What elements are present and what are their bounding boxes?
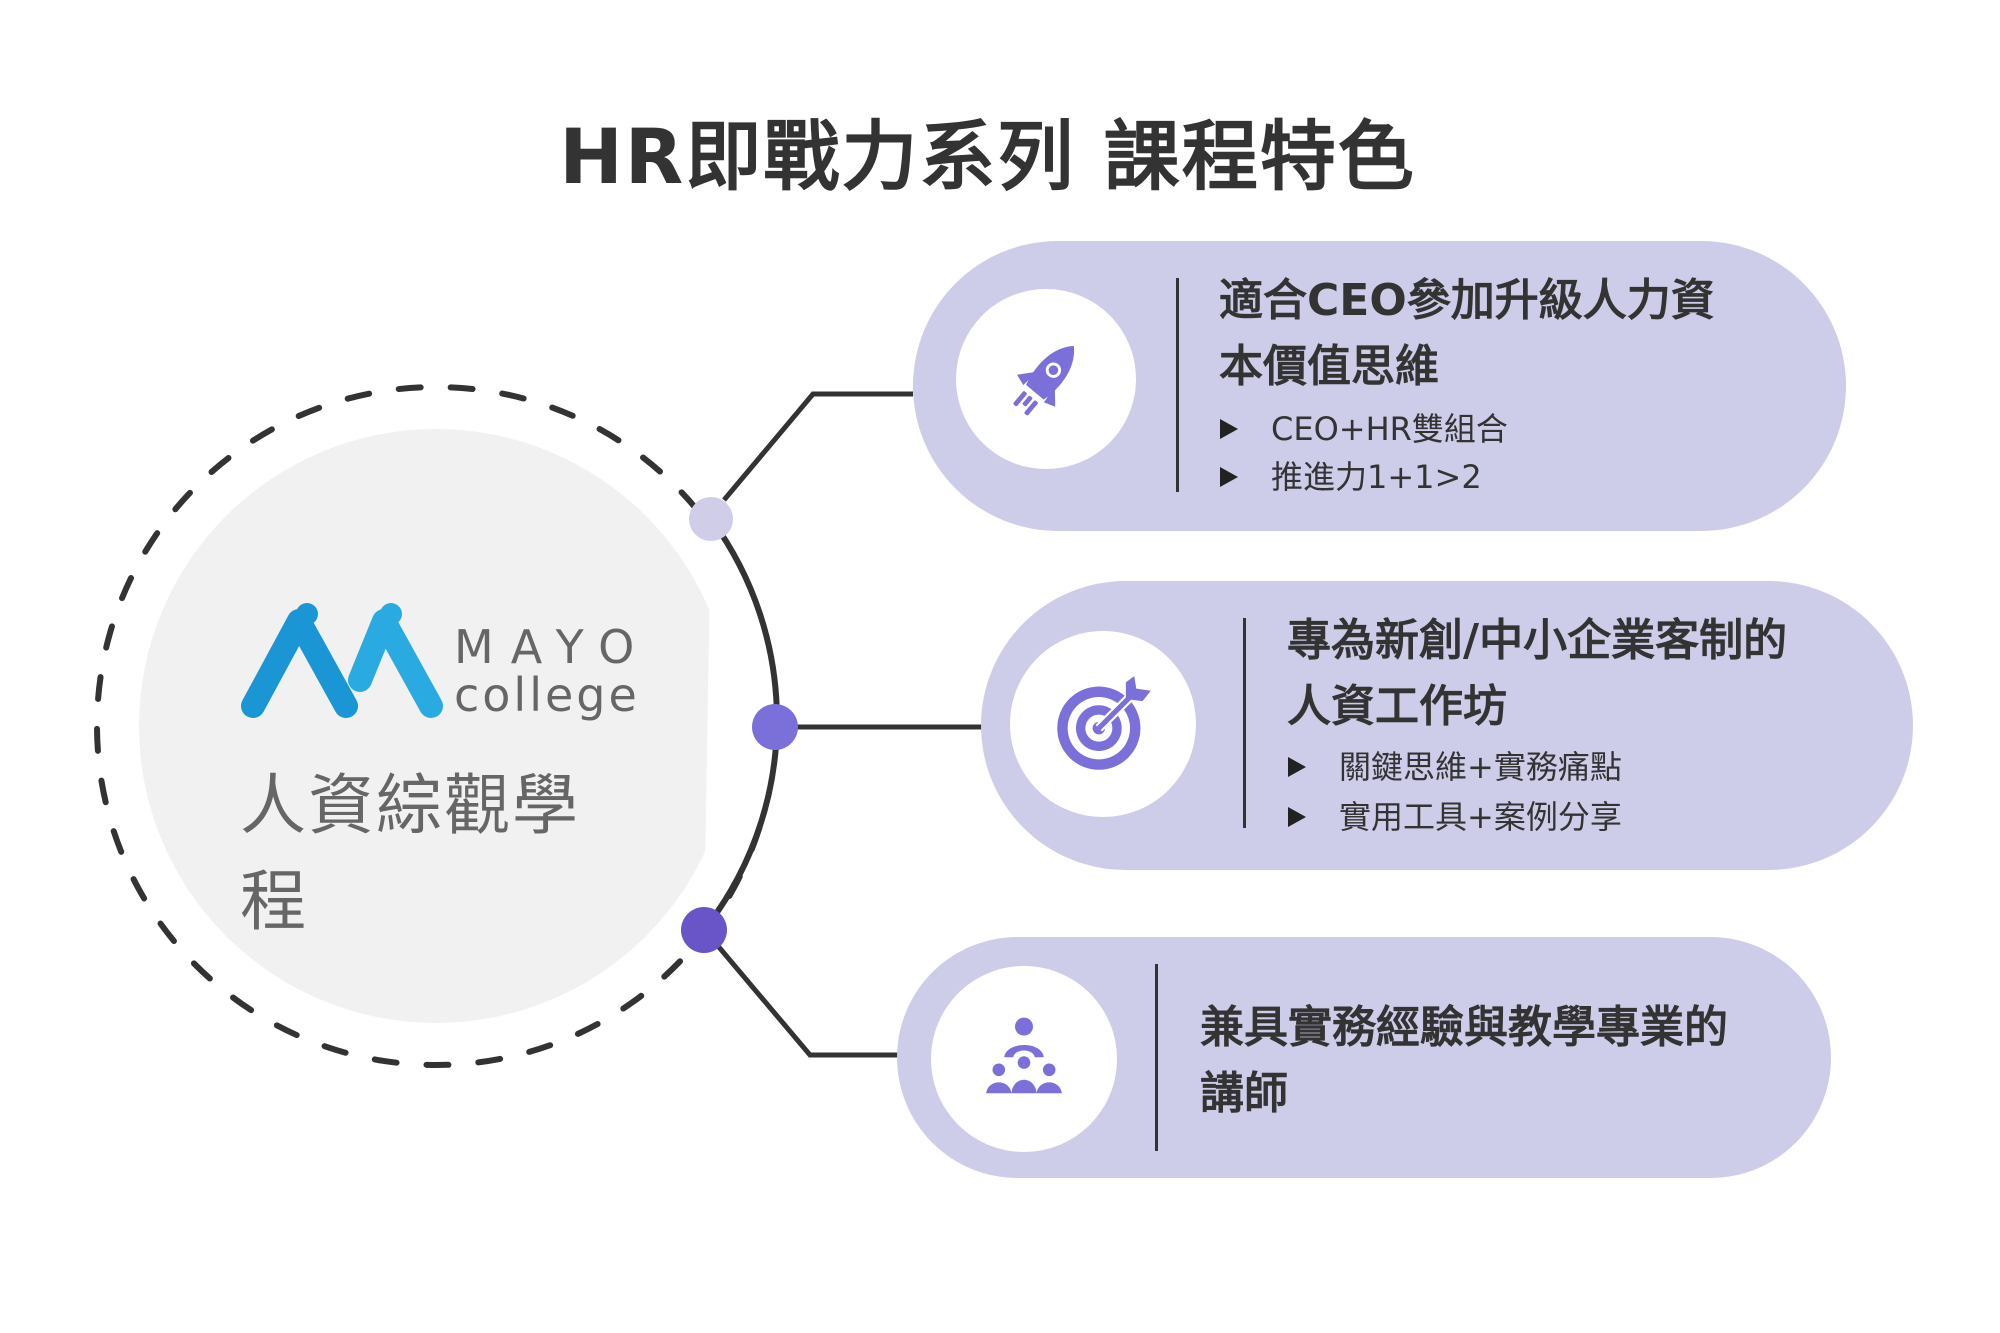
- feature-icon-circle-1: [956, 289, 1136, 469]
- bullet-text: CEO+HR雙組合: [1271, 410, 1508, 448]
- logo-wordmark: MAYO: [454, 620, 652, 674]
- feature-bullet: 推進力1+1>2: [1220, 457, 1482, 497]
- feature-heading-3: 兼具實務經驗與教學專業的 講師: [1200, 995, 1728, 1127]
- heading-line: 適合CEO參加升級人力資: [1219, 275, 1715, 326]
- center-background-circle: [139, 429, 733, 1023]
- feature-bullet: 關鍵思維+實務痛點: [1288, 747, 1622, 787]
- feature-heading-2: 專為新創/中小企業客制的 人資工作坊: [1287, 608, 1787, 740]
- feature-bullet: 實用工具+案例分享: [1288, 797, 1622, 837]
- bullet-text: 關鍵思維+實務痛點: [1339, 748, 1622, 786]
- bullet-triangle-icon: [1288, 807, 1306, 827]
- heading-line: 講師: [1200, 1068, 1288, 1119]
- mayo-logo-mark: [241, 603, 443, 718]
- node-dot-top: [689, 497, 733, 541]
- feature-divider-3: [1155, 964, 1158, 1151]
- target-icon: [1057, 676, 1151, 770]
- feature-divider-2: [1243, 618, 1246, 828]
- group-icon: [986, 1017, 1062, 1094]
- bullet-triangle-icon: [1288, 757, 1306, 777]
- heading-line: 人資工作坊: [1287, 681, 1507, 732]
- feature-heading-1: 適合CEO參加升級人力資 本價值思維: [1219, 268, 1715, 400]
- feature-bullet: CEO+HR雙組合: [1220, 409, 1508, 449]
- bullet-triangle-icon: [1220, 467, 1238, 487]
- bullet-triangle-icon: [1220, 419, 1238, 439]
- bullet-text: 推進力1+1>2: [1271, 458, 1482, 496]
- node-dot-bottom: [681, 907, 727, 953]
- rocket-icon: [1013, 345, 1075, 416]
- bullet-text: 實用工具+案例分享: [1339, 798, 1622, 836]
- connector-top: [722, 391, 913, 502]
- heading-line: 兼具實務經驗與教學專業的: [1200, 1002, 1728, 1053]
- node-dot-middle: [752, 704, 798, 750]
- program-name: 人資綜觀學程: [240, 767, 580, 940]
- heading-line: 專為新創/中小企業客制的: [1287, 615, 1788, 666]
- feature-icon-circle-3: [931, 966, 1117, 1152]
- page-title: HR即戰力系列 課程特色: [559, 112, 1416, 201]
- heading-line: 本價值思維: [1219, 341, 1439, 392]
- connector-bottom: [716, 944, 898, 1058]
- logo-subword: college: [454, 668, 640, 722]
- feature-icon-circle-2: [1010, 631, 1196, 817]
- feature-divider-1: [1176, 278, 1179, 492]
